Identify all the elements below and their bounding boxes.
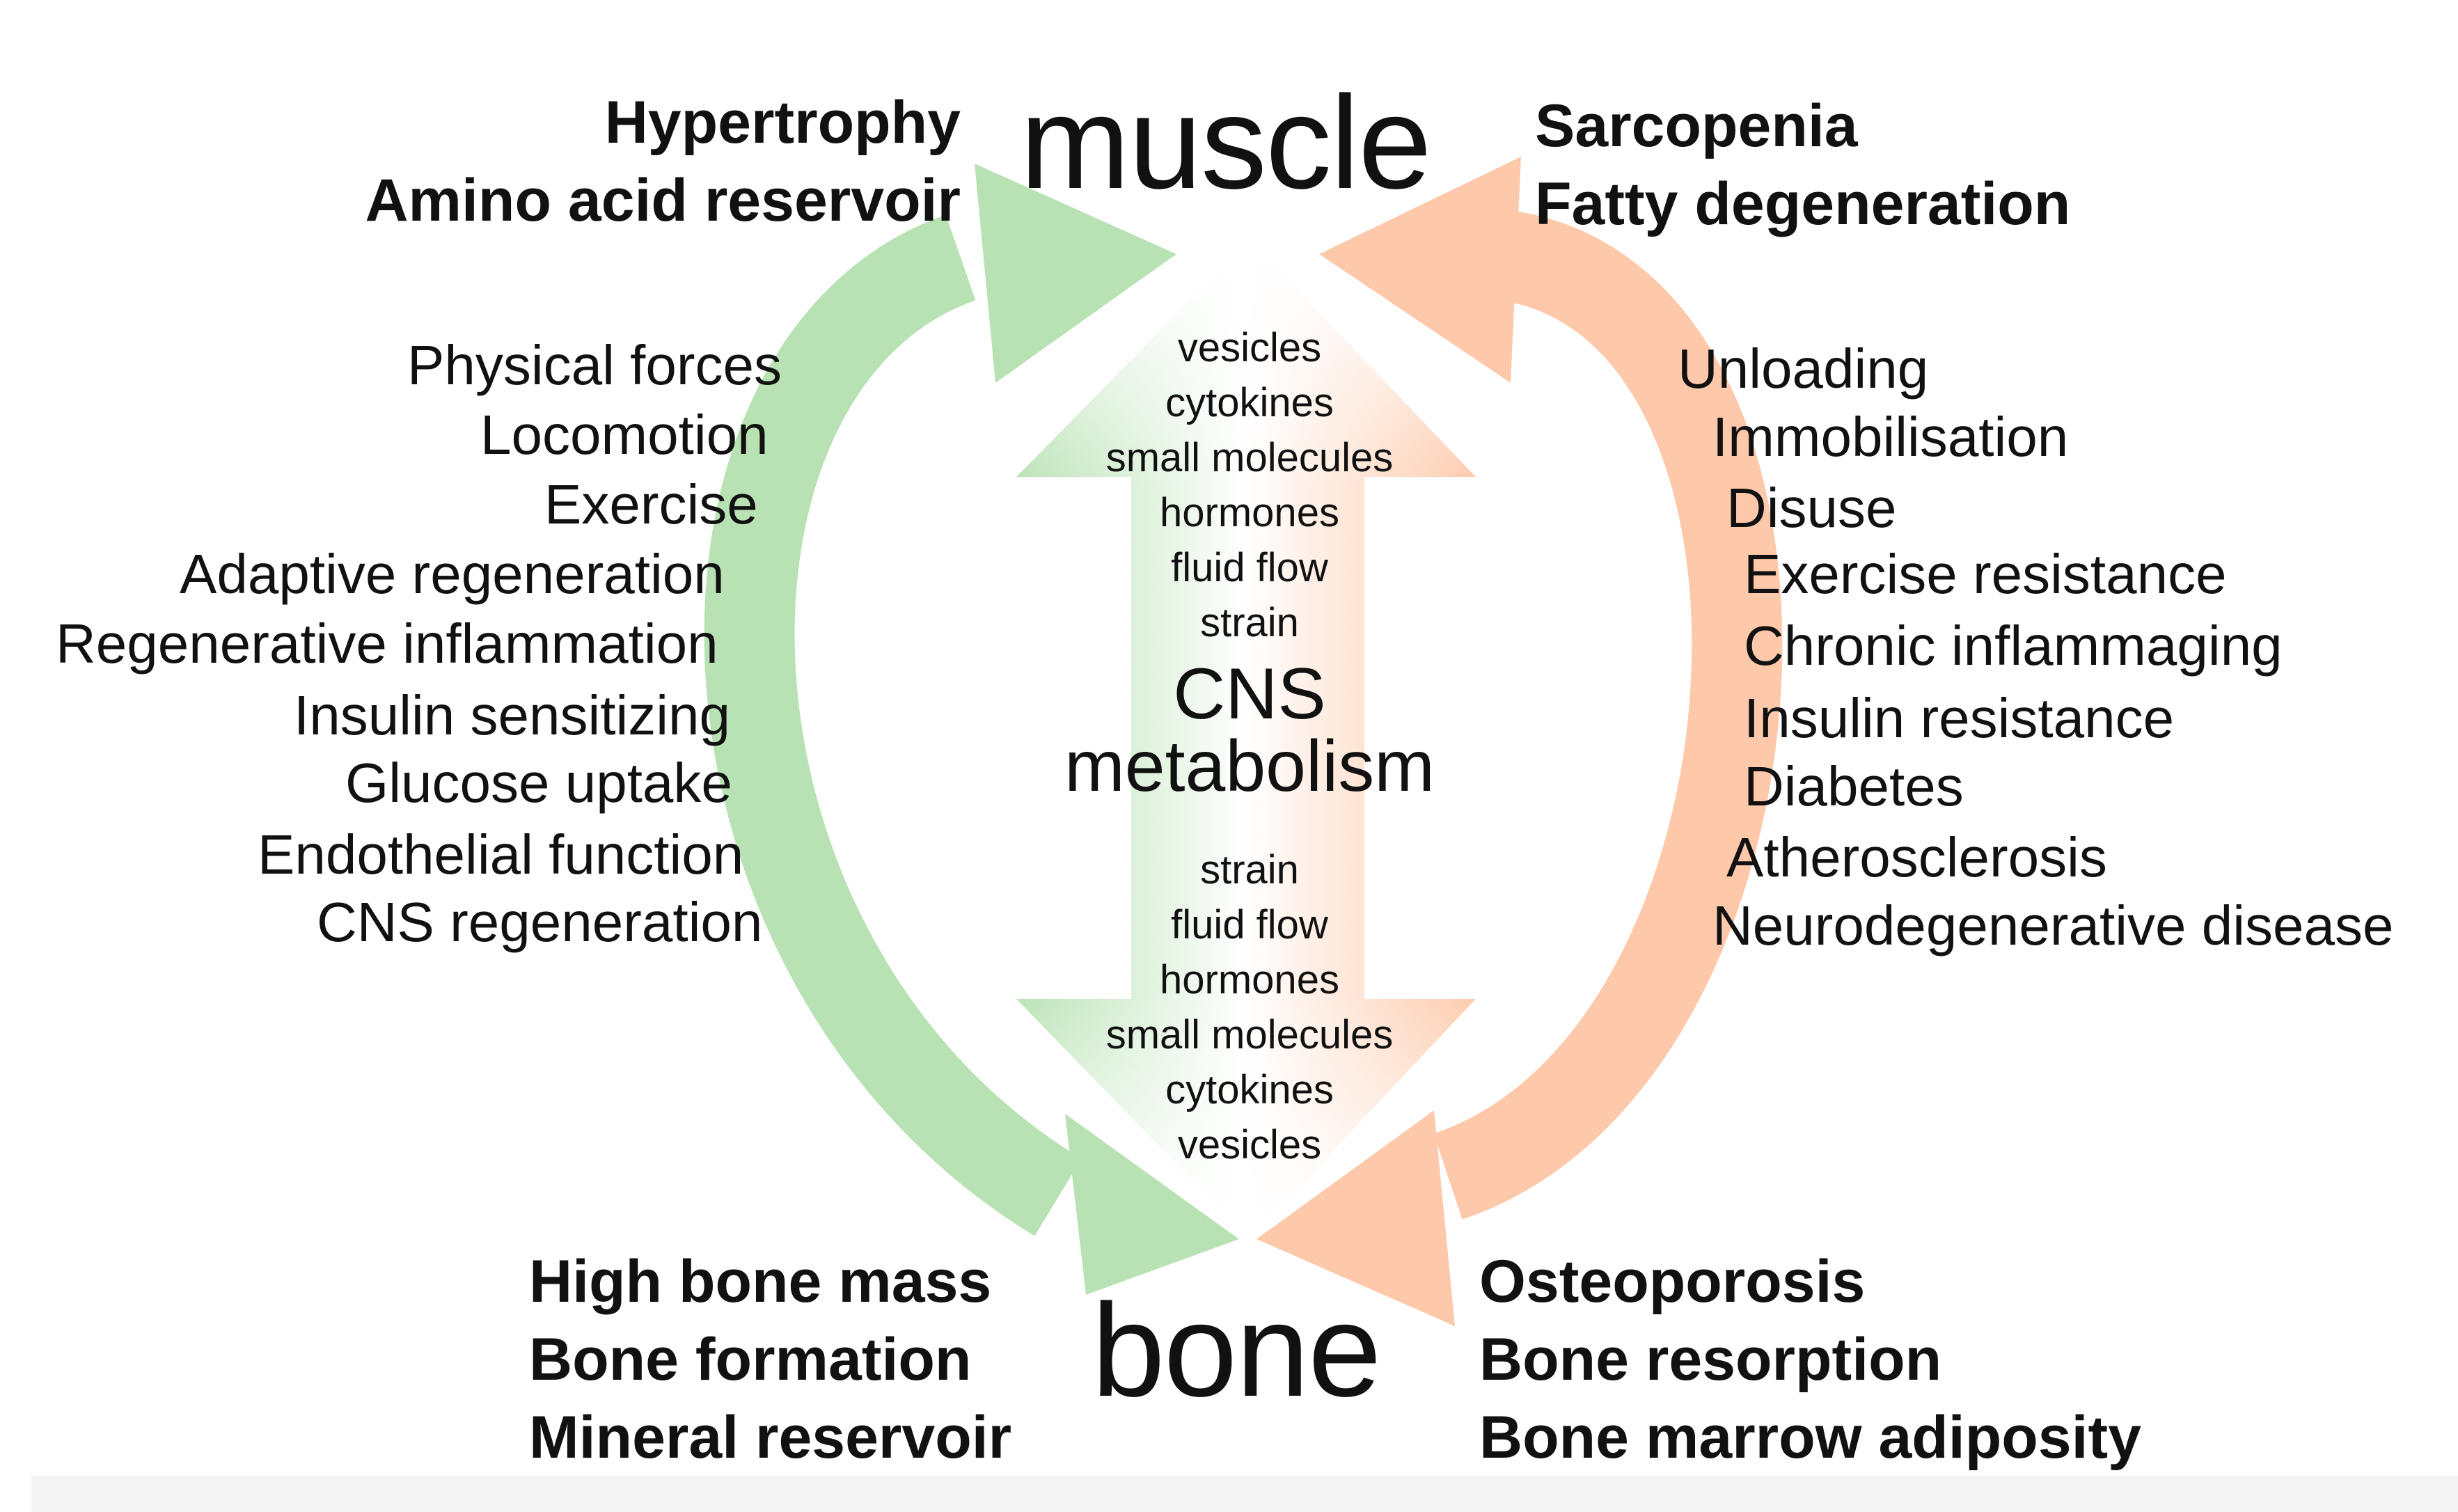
signal-item: small molecules [1105, 435, 1394, 480]
negative-factor-3: Disuse [1726, 477, 1897, 539]
negative-factor-2: Immobilisation [1712, 406, 2069, 468]
signal-item: cytokines [1165, 380, 1334, 425]
outcome-item: High bone mass [529, 1248, 992, 1315]
positive-factor-8: Endothelial function [258, 824, 744, 885]
signal-item: cytokines [1165, 1067, 1334, 1112]
orange-arrowhead-top [1319, 157, 1521, 383]
muscle-positive-outcomes: Hypertrophy Amino acid reservoir [209, 84, 961, 239]
negative-factor-8: Atherosclerosis [1726, 826, 2107, 888]
positive-factor-5: Regenerative inflammation [56, 613, 718, 675]
positive-factor-6: Insulin sensitizing [294, 684, 730, 746]
metabolism-label: metabolism [1064, 726, 1435, 807]
bone-negative-outcomes: Osteoporosis Bone resorption Bone marrow… [1479, 1243, 2141, 1476]
outcome-item: Osteoporosis [1479, 1248, 1866, 1315]
green-arc [704, 214, 1082, 1236]
signal-item: vesicles [1177, 1122, 1322, 1167]
signal-item: small molecules [1105, 1012, 1394, 1057]
negative-factor-6: Insulin resistance [1744, 687, 2175, 749]
signal-item: hormones [1160, 957, 1339, 1002]
central-double-arrow [1016, 240, 1476, 1239]
bone-positive-outcomes: High bone mass Bone formation Mineral re… [529, 1243, 1011, 1476]
outcome-item: Fatty degeneration [1535, 171, 2071, 237]
negative-factor-9: Neurodegenerative disease [1712, 895, 2394, 956]
signal-item: strain [1200, 600, 1299, 645]
cns-metabolism-label: CNS metabolism [1041, 658, 1458, 803]
negative-factor-7: Diabetes [1744, 755, 1964, 817]
positive-factor-9: CNS regeneration [317, 891, 763, 953]
signal-item: hormones [1160, 490, 1339, 535]
positive-factor-1: Physical forces [407, 334, 782, 396]
orange-arrowhead-bottom [1256, 1110, 1455, 1326]
signal-item: vesicles [1177, 325, 1322, 370]
negative-factor-1: Unloading [1678, 338, 1929, 400]
positive-factor-7: Glucose uptake [345, 752, 732, 814]
orange-arc [1433, 209, 1783, 1220]
signal-item: fluid flow [1171, 902, 1328, 947]
outcome-item: Mineral reservoir [529, 1404, 1012, 1471]
positive-factor-3: Exercise [544, 473, 758, 535]
bottom-band [31, 1476, 2458, 1512]
signal-item: strain [1200, 847, 1299, 892]
outcome-item: Bone formation [529, 1326, 972, 1393]
outcome-item: Hypertrophy [604, 89, 961, 156]
outcome-item: Sarcopenia [1535, 93, 1858, 159]
green-arrowhead-bottom [1065, 1114, 1239, 1295]
bone-label: bone [1092, 1277, 1382, 1424]
outcome-item: Amino acid reservoir [365, 167, 961, 234]
positive-factor-4: Adaptive regeneration [180, 543, 725, 605]
positive-factor-2: Locomotion [480, 404, 769, 466]
upward-signals-list: vesicles cytokines small molecules hormo… [1041, 320, 1458, 650]
negative-factor-5: Chronic inflammaging [1744, 615, 2283, 677]
negative-factor-4: Exercise resistance [1744, 543, 2227, 605]
outcome-item: Bone resorption [1479, 1326, 1942, 1393]
green-arrowhead-top [975, 164, 1176, 383]
cns-label: CNS [1173, 654, 1326, 734]
downward-signals-list: strain fluid flow hormones small molecul… [1041, 842, 1458, 1172]
muscle-label: muscle [1020, 69, 1432, 216]
signal-item: fluid flow [1171, 545, 1328, 590]
muscle-negative-outcomes: Sarcopenia Fatty degeneration [1535, 87, 2070, 243]
outcome-item: Bone marrow adiposity [1479, 1404, 2141, 1471]
